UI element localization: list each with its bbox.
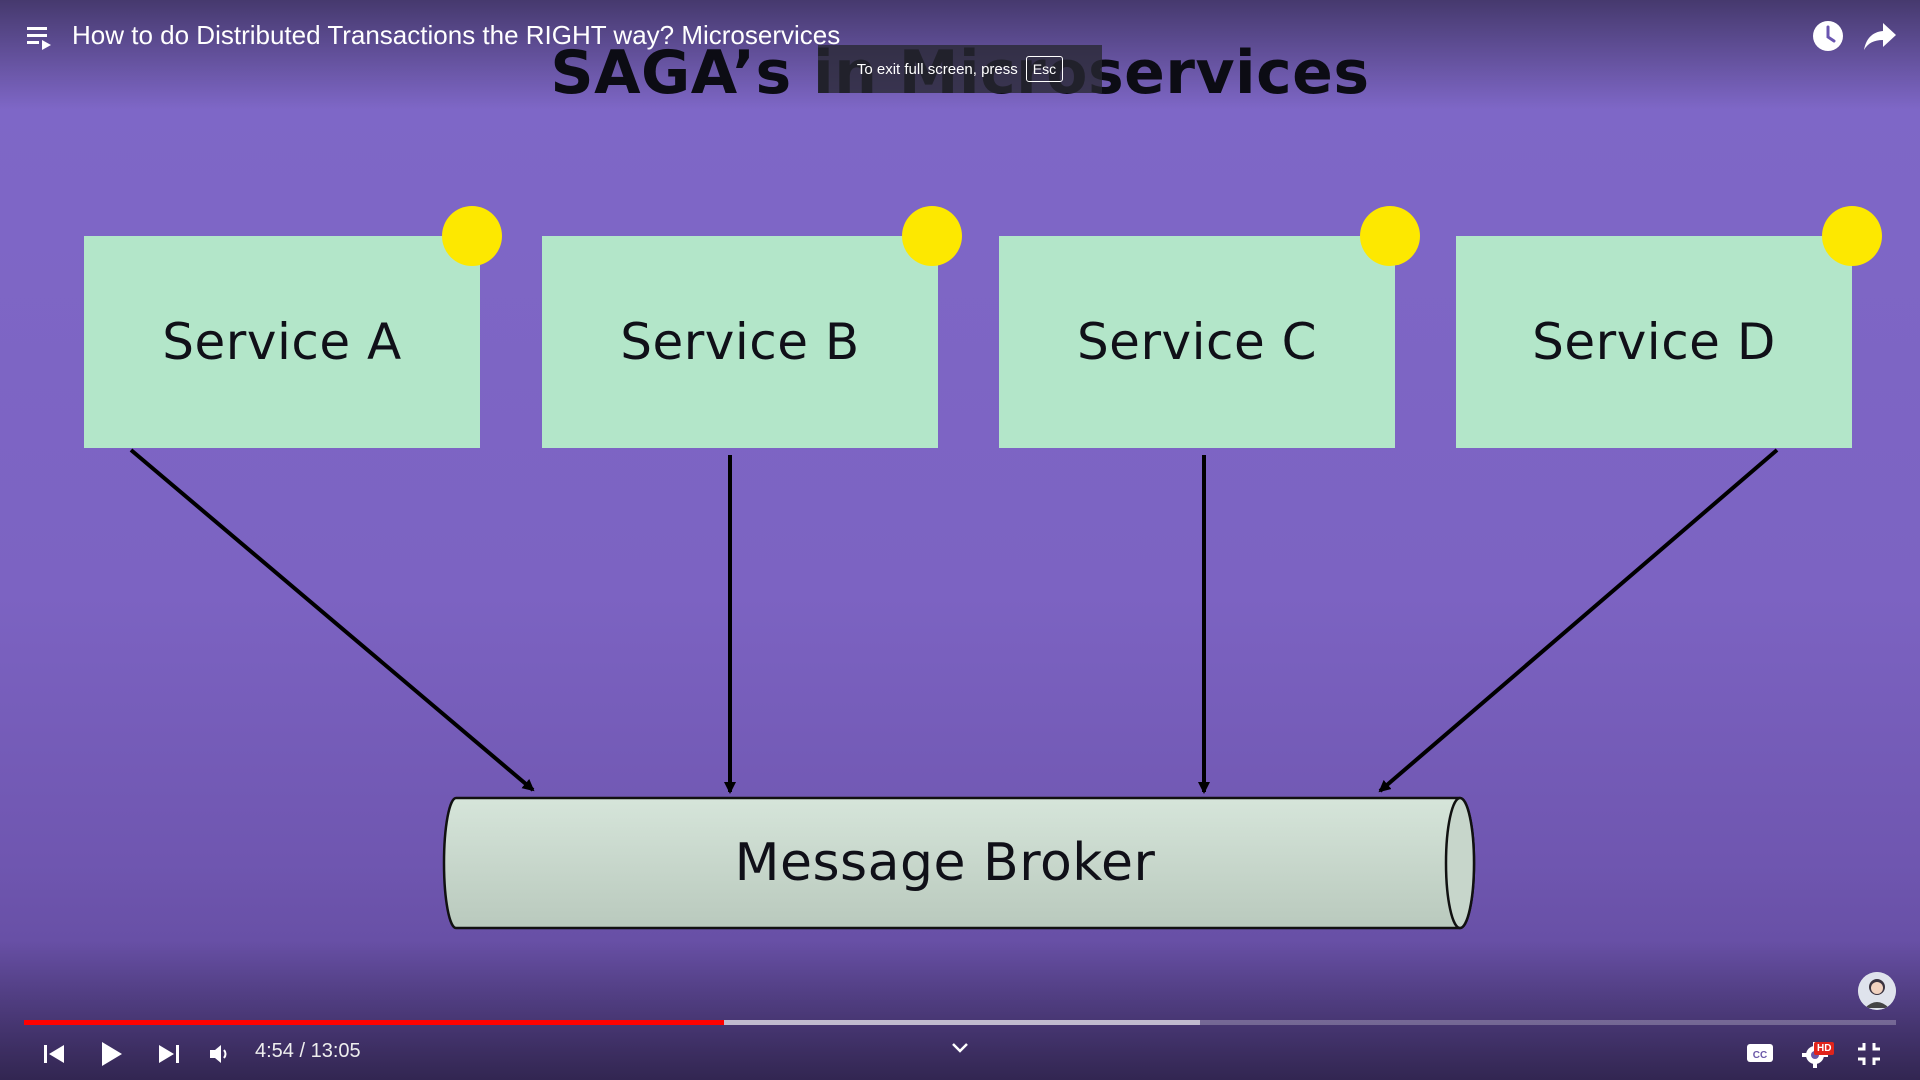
message-broker-label: Message Broker — [734, 833, 1156, 893]
service-d-box: Service D — [1456, 236, 1852, 448]
progress-bar[interactable] — [24, 1020, 1896, 1025]
video-title[interactable]: How to do Distributed Transactions the R… — [72, 20, 841, 50]
service-c-indicator-dot — [1360, 206, 1420, 266]
progress-played — [24, 1020, 725, 1025]
exit-fullscreen-icon[interactable] — [1855, 1040, 1883, 1068]
arrow-a-to-broker — [129, 448, 535, 792]
channel-avatar[interactable] — [1858, 972, 1896, 1010]
volume-icon[interactable] — [207, 1041, 233, 1067]
play-icon[interactable] — [96, 1038, 126, 1070]
service-b-label: Service B — [620, 313, 860, 371]
service-c-label: Service C — [1076, 313, 1318, 371]
time-display: 4:54 / 13:05 — [255, 1040, 361, 1062]
hd-badge: HD — [1814, 1042, 1835, 1055]
clock-icon[interactable] — [1810, 18, 1846, 54]
skip-next-icon[interactable] — [155, 1040, 183, 1068]
playlist-icon[interactable] — [24, 22, 54, 52]
bottom-gradient — [0, 940, 1920, 1080]
service-a-indicator-dot — [442, 206, 502, 266]
player-top-bar: How to do Distributed Transactions the R… — [0, 0, 1920, 72]
fullscreen-toast-text: To exit full screen, press — [856, 60, 1018, 78]
esc-key-label: Esc — [1025, 56, 1064, 82]
cc-icon[interactable]: CC — [1746, 1042, 1774, 1064]
service-d-label: Service D — [1532, 313, 1776, 371]
service-b-box: Service B — [542, 236, 938, 448]
message-broker-cylinder: Message Broker — [442, 796, 1478, 930]
share-icon[interactable] — [1862, 20, 1898, 52]
service-b-indicator-dot — [902, 206, 962, 266]
fullscreen-exit-toast: To exit full screen, press Esc — [818, 45, 1102, 93]
skip-previous-icon[interactable] — [40, 1040, 68, 1068]
service-d-indicator-dot — [1822, 206, 1882, 266]
arrow-d-to-broker — [1378, 448, 1779, 793]
chevron-down-icon[interactable] — [950, 1040, 970, 1054]
service-a-label: Service A — [162, 313, 402, 371]
svg-text:CC: CC — [1753, 1050, 1767, 1061]
service-a-box: Service A — [84, 236, 480, 448]
service-c-box: Service C — [999, 236, 1395, 448]
